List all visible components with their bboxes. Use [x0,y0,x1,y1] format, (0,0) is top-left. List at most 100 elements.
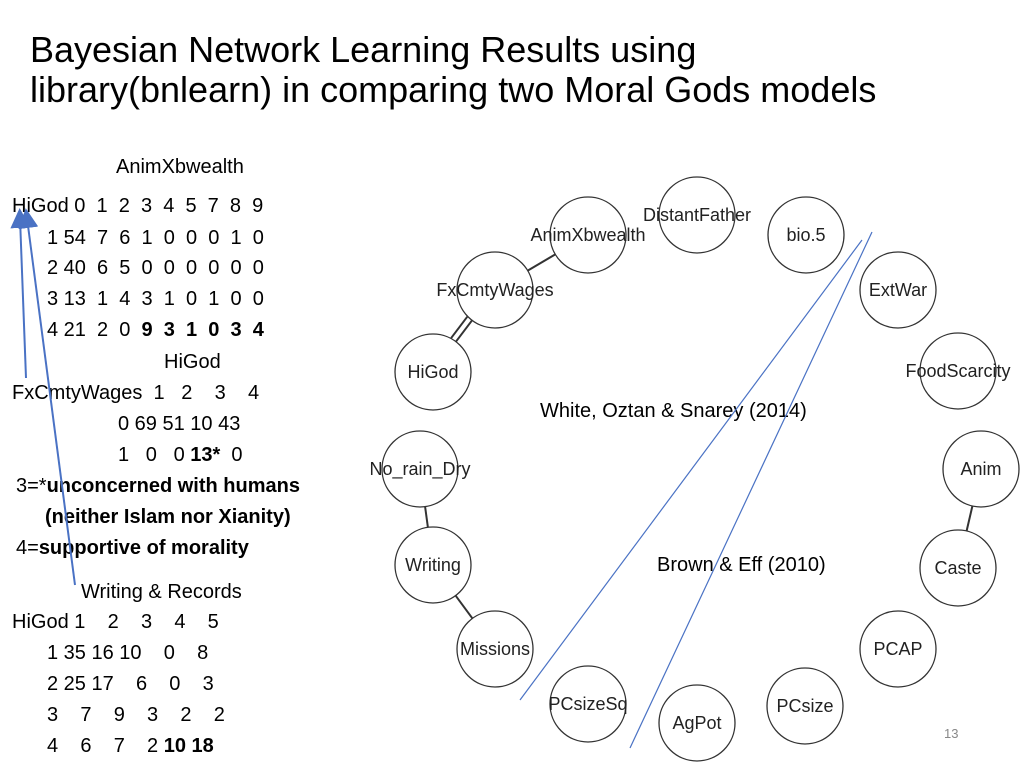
table1-col-header: AnimXbwealth [116,156,244,178]
node-label: PCAP [873,639,922,659]
note-3-prefix: 3=* [16,475,47,497]
node-circle [919,529,997,607]
table2-row-1: 0 69 51 10 43 [118,413,241,435]
node-label: HiGod [407,362,458,382]
node-label: PCsize [776,696,833,716]
node-label: Anim [960,459,1001,479]
annotation-white: White, Oztan & Snarey (2014) [540,400,807,422]
node-circle [919,332,997,410]
table1-row: 1 54 7 6 1 0 0 0 1 0 [47,226,264,250]
node-circle [859,251,937,329]
table2-cols: 1 2 3 4 [153,382,260,404]
table3-row: 3 7 9 3 2 2 [47,703,225,727]
title-line-2: library(bnlearn) in comparing two Moral … [30,69,877,110]
table1-row-2: 2 40 6 5 0 0 0 0 0 0 [47,257,264,279]
node-label: Writing [405,555,461,575]
network-nodes: DistantFather bio.5 AnimXbwealthFxCmtyWage… [369,176,1020,762]
note-3-cont: (neither Islam nor Xianity) [45,505,291,529]
edge-Anim-Caste [965,505,974,532]
edge-AnimXbwealth-FxCmtyWages [527,253,556,272]
node-FxCmtyWages: FxCmtyWages [436,251,554,329]
node-circle [456,251,534,329]
table1-row-4: 4 21 2 0 [47,319,142,341]
node-circle [658,684,736,762]
table3-header-row: HiGod 1 2 3 4 5 [12,610,219,634]
table3-row-2: 2 25 17 6 0 3 [47,673,214,695]
node-HiGod: HiGod [394,333,472,411]
annotation-brown: Brown & Eff (2010) [657,554,826,576]
node-Writing: Writing [394,526,472,604]
slide-title: Bayesian Network Learning Results using … [30,30,1010,110]
title-line-1: Bayesian Network Learning Results using [30,29,697,70]
table1-cols: 0 1 2 3 4 5 7 8 9 [74,195,264,217]
node-circle [942,430,1020,508]
note-3-cont-text: (neither Islam nor Xianity) [45,506,291,528]
table1-row: 2 40 6 5 0 0 0 0 0 0 [47,256,264,280]
note-4: 4=supportive of morality [16,536,249,560]
table3-row: 2 25 17 6 0 3 [47,672,214,696]
page-number: 13 [944,726,959,741]
node-label: FoodScarcity [905,361,1010,381]
note-4-text: supportive of morality [38,537,249,559]
pointer-line-white [519,239,863,701]
edge-FxCmtyWages-HiGod [455,319,473,343]
node-DistantFather: DistantFather [643,176,751,254]
table3-row-4-bold: 10 18 [163,735,214,757]
table3-row-label: HiGod [12,611,69,633]
table2-row-2-tail: 0 [220,444,243,466]
table1-row: 3 13 1 4 3 1 0 1 0 0 [47,287,264,311]
node-circle [394,333,472,411]
table2-col-header: HiGod [164,351,221,373]
table2-row-2: 1 0 0 [118,444,191,466]
node-circle [381,430,459,508]
node-label: AnimXbwealth [530,225,645,245]
note-3: 3=*unconcerned with humans [16,474,300,498]
edge-Writing-Missions [454,594,474,620]
node-label: No_rain_Dry [369,459,470,480]
table3-col-header: Writing & Records [81,581,242,603]
node-PCAP: PCAP [859,610,937,688]
node-PCsize: PCsize [766,667,844,745]
node-PCsizeSq: PCsizeSq [548,665,628,743]
node-label: FxCmtyWages [436,280,553,300]
node-Caste: Caste [919,529,997,607]
table2-row-2-bold: 13* [190,444,221,466]
node-circle [549,665,627,743]
node-label: bio.5 [786,225,825,245]
node-circle [767,196,845,274]
pointer-lines [519,231,873,749]
node-circle [549,196,627,274]
node-circle [658,176,736,254]
node-label: Missions [460,639,530,659]
arrow-fx-to-higod [10,208,31,379]
note-3-text: unconcerned with humans [46,475,300,497]
node-circle [766,667,844,745]
table2-row: 0 69 51 10 43 [118,412,240,436]
table3-row-3: 3 7 9 3 2 2 [47,704,225,726]
node-AnimXbwealth: AnimXbwealth [530,196,646,274]
node-label: DistantFather [643,205,751,225]
node-circle [394,526,472,604]
table2-row: 1 0 0 13* 0 [118,443,243,467]
node-circle [859,610,937,688]
table1-row-4-bold: 9 3 1 0 3 4 [141,319,264,341]
node-circle [456,610,534,688]
note-4-prefix: 4= [16,537,39,559]
node-FoodScarcity: FoodScarcity [905,332,1011,410]
arrow-writing-to-higod [18,208,76,586]
node-ExtWar: ExtWar [859,251,937,329]
table3-row: 4 6 7 2 10 18 [47,734,214,758]
pointer-line-brown [629,231,873,749]
table3-row-1: 1 35 16 10 0 8 [47,642,209,664]
node-label: PCsizeSq [548,694,627,714]
table1-row-3: 3 13 1 4 3 1 0 1 0 0 [47,288,264,310]
table-arrows [10,208,76,586]
node-bio5: bio.5 [767,196,845,274]
table3-row-4: 4 6 7 2 [47,735,164,757]
node-Missions: Missions [456,610,534,688]
table2-header-row: FxCmtyWages 1 2 3 4 [12,381,259,405]
edge-No_rain_Dry-Writing [424,506,429,528]
table2-row-label: FxCmtyWages [12,382,143,404]
node-No_rain_Dry: No_rain_Dry [369,430,471,508]
